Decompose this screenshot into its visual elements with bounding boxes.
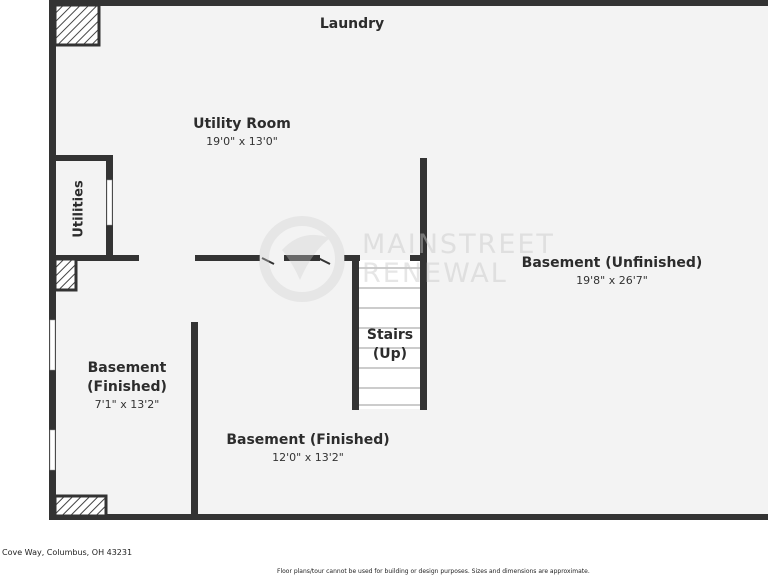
footer-disclaimer: Floor plans/tour cannot be used for buil… bbox=[277, 568, 590, 575]
watermark-line2: RENEWAL bbox=[362, 258, 508, 289]
window-left-1 bbox=[49, 319, 56, 371]
hatch-bottom-left bbox=[53, 494, 108, 518]
hatch-mid-left bbox=[53, 257, 78, 292]
room-laundry-name: Laundry bbox=[319, 16, 385, 32]
footer-address: Cove Way, Columbus, OH 43231 bbox=[2, 548, 133, 557]
wall-top bbox=[49, 0, 768, 6]
wall-mid-right bbox=[284, 255, 320, 261]
wall-mid-stairs-right bbox=[410, 255, 427, 261]
room-utility-dimensions: 19'0" x 13'0" bbox=[206, 135, 278, 148]
room-utility: Utility Room 19'0" x 13'0" bbox=[193, 115, 291, 149]
stair-treads bbox=[359, 267, 420, 406]
watermark-text: MAINSTREET RENEWAL bbox=[362, 230, 555, 288]
watermark-line1: MAINSTREET bbox=[362, 229, 555, 260]
wall-finished-divider bbox=[191, 322, 198, 517]
hatched-blocks bbox=[53, 3, 108, 518]
room-stairs-direction: (Up) bbox=[372, 346, 408, 362]
hatch-top-left bbox=[53, 3, 101, 47]
wall-stairs-left bbox=[352, 255, 359, 410]
wall-left bbox=[49, 0, 56, 520]
room-utility-name: Utility Room bbox=[193, 116, 291, 132]
wall-mid-left bbox=[53, 255, 139, 261]
mainstreet-renewal-logo-icon bbox=[259, 216, 345, 302]
room-basement-unfinished: Basement (Unfinished) 19'8" x 26'7" bbox=[522, 254, 703, 288]
door-swing bbox=[261, 257, 331, 265]
wall-mid-center bbox=[195, 255, 260, 261]
room-basement-finished-left-dimensions: 7'1" x 13'2" bbox=[94, 398, 160, 411]
room-stairs-name: Stairs bbox=[366, 327, 414, 343]
wall-utilities-top bbox=[53, 155, 113, 161]
room-laundry: Laundry bbox=[320, 15, 384, 34]
room-basement-finished-left-name: Basement bbox=[87, 360, 167, 376]
stairs-area bbox=[356, 260, 424, 409]
room-basement-finished-center: Basement (Finished) 12'0" x 13'2" bbox=[226, 431, 389, 465]
room-utilities-name: Utilities bbox=[71, 180, 87, 238]
room-basement-finished-left: Basement (Finished) 7'1" x 13'2" bbox=[87, 359, 167, 412]
wall-unfinished-divider bbox=[420, 158, 427, 410]
room-basement-unfinished-dimensions: 19'8" x 26'7" bbox=[576, 274, 648, 287]
room-basement-finished-center-name: Basement (Finished) bbox=[226, 432, 390, 448]
window-left-2 bbox=[49, 429, 56, 471]
wall-bottom bbox=[49, 514, 768, 520]
room-basement-finished-center-dimensions: 12'0" x 13'2" bbox=[272, 451, 344, 464]
room-basement-unfinished-name: Basement (Unfinished) bbox=[521, 255, 703, 271]
window-utilities bbox=[106, 179, 113, 226]
room-basement-finished-left-name-line2: (Finished) bbox=[87, 379, 167, 395]
room-stairs: Stairs (Up) bbox=[367, 326, 413, 364]
